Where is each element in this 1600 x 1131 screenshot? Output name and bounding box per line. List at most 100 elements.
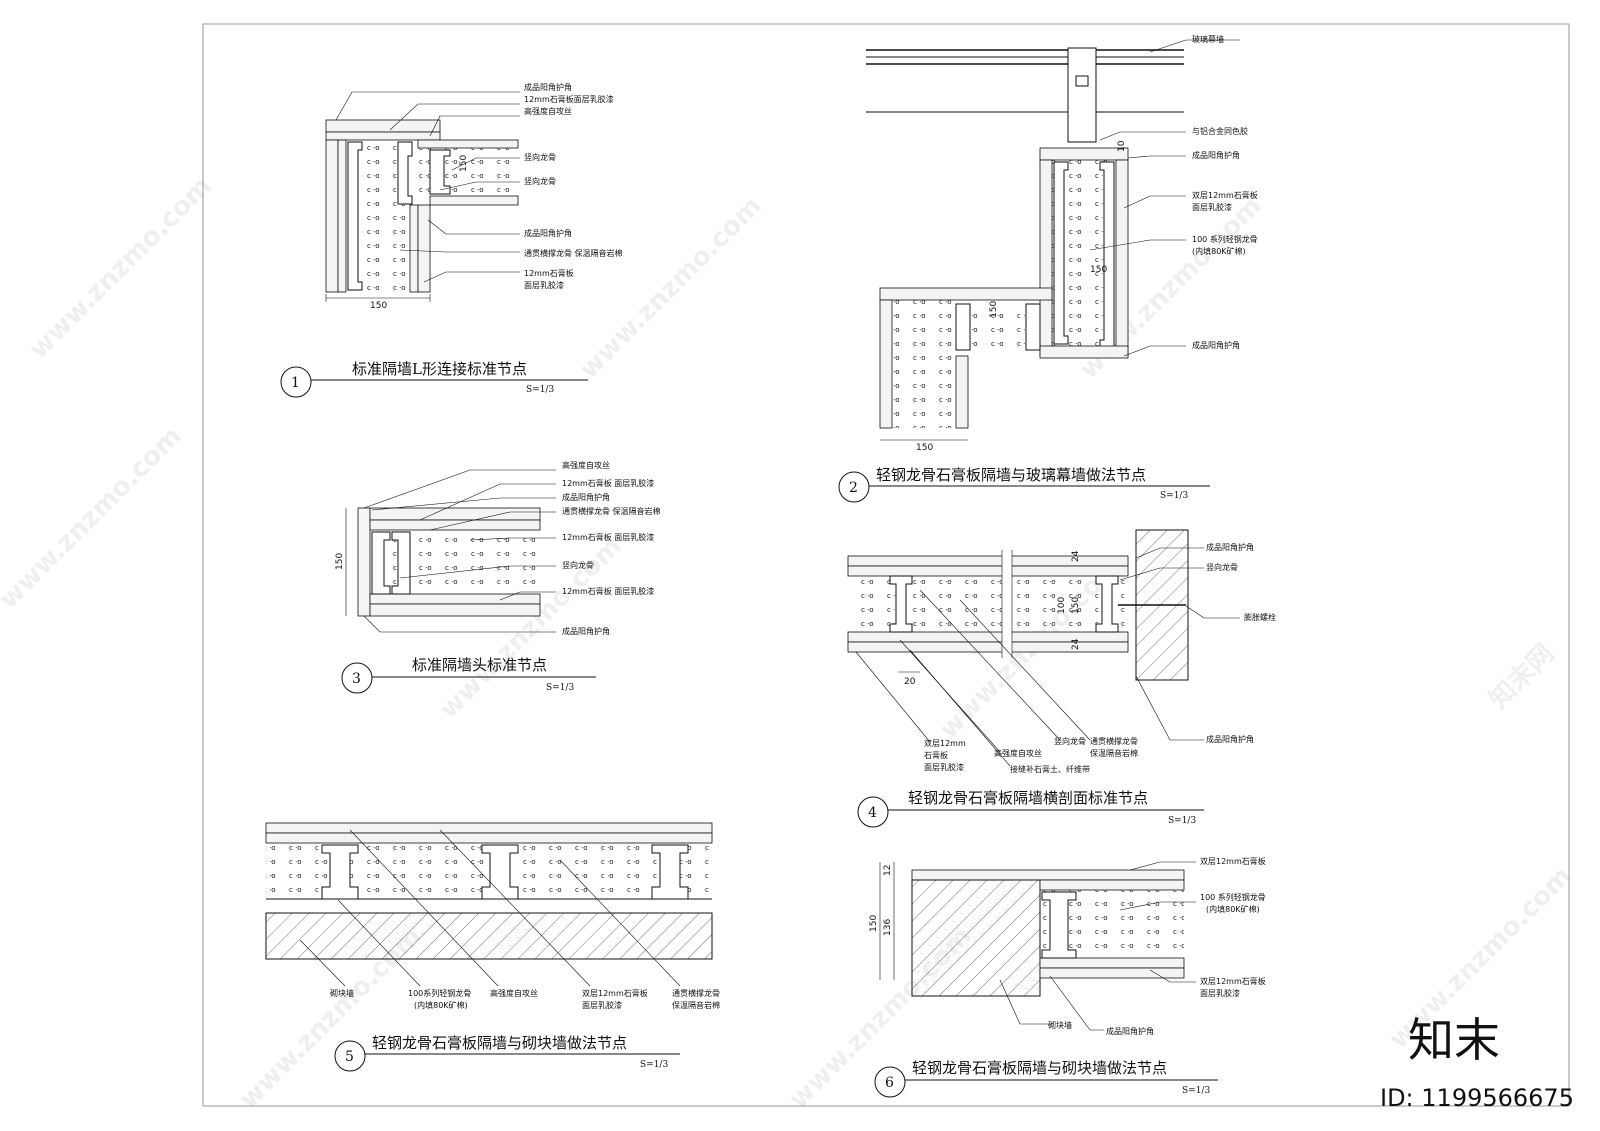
d3-label-board-2: 12mm石膏板 面层乳胶漆 — [562, 532, 654, 542]
sheet-frame — [202, 23, 1570, 1107]
d1-top-board-outer — [325, 119, 441, 133]
d2-label-corner-guard: 成品阳角护角 — [1192, 150, 1240, 160]
detail-6: 150 136 12 双层12mm石膏板 100 系列轻钢龙骨 (内填80K矿棉… — [869, 856, 1266, 1098]
d1-leader-7 — [399, 249, 520, 253]
d5-label-stud: 100系列轻钢龙骨 — [408, 988, 471, 998]
d5-label-wool-fill: (内填80K矿棉) — [414, 1000, 468, 1010]
d1-branch-board-bottom — [429, 195, 519, 206]
d4-bottom-board-inner — [847, 631, 1129, 643]
detail-3: 150 高强度自攻丝 12mm石膏板 面层乳胶漆 成品阳角护角 通贯横撑龙骨 保… — [335, 460, 661, 694]
d4-scale: S=1/3 — [1168, 816, 1196, 826]
d1-right-board-outer — [417, 204, 431, 293]
d2-label-sealant: 与铝合金同色胶 — [1192, 126, 1248, 136]
watermark-layer: www.znzmo.com www.znzmo.com www.znzmo.co… — [0, 171, 1578, 1115]
d6-label-double-board-2: 双层12mm石膏板 — [1200, 976, 1266, 986]
d1-stud-corner — [397, 141, 413, 205]
watermark-brand: 知末网 — [1484, 639, 1560, 715]
d4-dim-stud: 20 — [904, 677, 916, 687]
d5-label-double-board: 双层12mm石膏板 — [582, 988, 648, 998]
d2-dim-width: 150 — [916, 443, 933, 453]
detail-4: 24 100 150 24 20 成品阳角护角 竖向龙骨 膨胀螺栓 成品阳角护角… — [847, 529, 1276, 828]
d1-label-stud-2: 竖向龙骨 — [524, 176, 556, 186]
d4-leader-5 — [855, 651, 931, 743]
d3-end-board — [357, 507, 371, 617]
d3-leader-3 — [371, 497, 556, 511]
d1-leader-1 — [335, 91, 520, 121]
d1-label-corner-guard: 成品阳角护角 — [524, 82, 572, 92]
d2-leader-3 — [1127, 155, 1186, 159]
d6-number: 6 — [885, 1075, 894, 1091]
d4-label-joint: 接缝补石膏土、纤维带 — [1010, 764, 1090, 774]
d6-bottom-board-outer — [1039, 967, 1185, 979]
d6-label-stud: 100 系列轻钢龙骨 — [1200, 892, 1266, 902]
d5-leader-2 — [337, 899, 421, 987]
d4-leader-9 — [959, 599, 1091, 741]
d1-branch-board-top — [417, 139, 519, 149]
d3-dim-thickness: 150 — [335, 553, 345, 570]
d3-label-board-3: 12mm石膏板 面层乳胶漆 — [562, 586, 654, 596]
detail-1: 150 150 成品阳角护角 12mm石膏板面层乳胶漆 高强度自攻丝 竖向龙骨 … — [280, 82, 623, 398]
d4-label-double-board-a: 双层12mm — [924, 739, 966, 748]
d3-leader-5 — [469, 537, 556, 541]
d5-label-brace: 通贯横撑龙骨 — [672, 988, 720, 998]
d2-mullion-clip — [1075, 75, 1089, 87]
d1-number: 1 — [291, 375, 300, 391]
d3-scale: S=1/3 — [546, 683, 574, 693]
d3-label-screw: 高强度自攻丝 — [562, 460, 610, 470]
d6-label-paint: 面层乳胶漆 — [1200, 988, 1240, 998]
d4-leader-2 — [1119, 567, 1204, 581]
d2-dim-gap: 10 — [1117, 140, 1127, 152]
d4-label-corner-guard: 成品阳角护角 — [1206, 542, 1254, 552]
d6-leader-1 — [1129, 861, 1196, 871]
d6-leader-3 — [1149, 969, 1196, 983]
d1-top-board-inner — [325, 131, 441, 141]
d5-stud-3 — [651, 844, 689, 900]
d4-label-stud: 竖向龙骨 — [1206, 562, 1238, 572]
d1-leader-3 — [429, 115, 520, 137]
d2-leader-6 — [1123, 345, 1186, 357]
d1-left-board-outer — [325, 139, 339, 293]
d3-label-brace-wool: 通贯横撑龙骨 保温隔音岩棉 — [562, 506, 661, 516]
d2-label-paint: 面层乳胶漆 — [1192, 202, 1232, 212]
d5-leader-3 — [349, 829, 499, 987]
watermark-site-4: www.znzmo.com — [0, 421, 188, 615]
d2-title: 轻钢龙骨石膏板隔墙与玻璃幕墙做法节点 — [876, 466, 1146, 484]
d3-number-circle — [341, 662, 373, 694]
d3-bottom-board-outer — [369, 603, 541, 617]
d6-dim-core: 136 — [883, 919, 893, 936]
d1-scale: S=1/3 — [526, 385, 554, 395]
d6-leader-4 — [999, 979, 1054, 1025]
d3-leader-7 — [499, 591, 556, 601]
d6-stud — [1041, 891, 1077, 959]
d5-title: 轻钢龙骨石膏板隔墙与砌块墙做法节点 — [372, 1034, 627, 1052]
d4-leader-3 — [1185, 605, 1240, 619]
d3-leader-1 — [363, 469, 556, 509]
d3-label-board-1: 12mm石膏板 面层乳胶漆 — [562, 478, 654, 488]
d2-label-curtain-wall: 玻璃幕墙 — [1192, 34, 1224, 44]
d2-bottom-board — [1039, 345, 1129, 359]
d1-label-board: 12mm石膏板面层乳胶漆 — [524, 94, 614, 104]
d3-label-stud: 竖向龙骨 — [562, 560, 594, 570]
d5-stud-1 — [321, 844, 359, 900]
d2-stud-right — [1099, 161, 1115, 349]
d1-dim-branch: 150 — [459, 155, 469, 172]
d2-dim-core: 150 — [1090, 265, 1107, 275]
d1-label-screw: 高强度自攻丝 — [524, 106, 572, 116]
d4-dim-board-top: 24 — [1071, 550, 1081, 562]
d2-step-top-board — [879, 287, 1053, 301]
watermark-site-1: www.znzmo.com — [24, 171, 218, 365]
d1-label-brace-wool: 通贯横撑龙骨 保温隔音岩棉 — [524, 248, 623, 258]
d6-dim-total: 150 — [869, 915, 879, 932]
d6-dim-board: 12 — [883, 865, 893, 876]
d3-number: 3 — [352, 671, 361, 687]
d2-scale: S=1/3 — [1160, 491, 1188, 501]
watermark-site-2: www.znzmo.com — [574, 191, 768, 385]
d4-label-screw: 高强度自攻丝 — [994, 748, 1042, 758]
d5-stud-2 — [481, 844, 519, 900]
d3-bottom-board-inner — [369, 593, 541, 605]
d4-number-circle — [857, 796, 889, 828]
d1-title: 标准隔墙L形连接标准节点 — [352, 360, 527, 378]
d5-leader-4 — [439, 829, 591, 987]
d1-label-stud-1: 竖向龙骨 — [524, 152, 556, 162]
